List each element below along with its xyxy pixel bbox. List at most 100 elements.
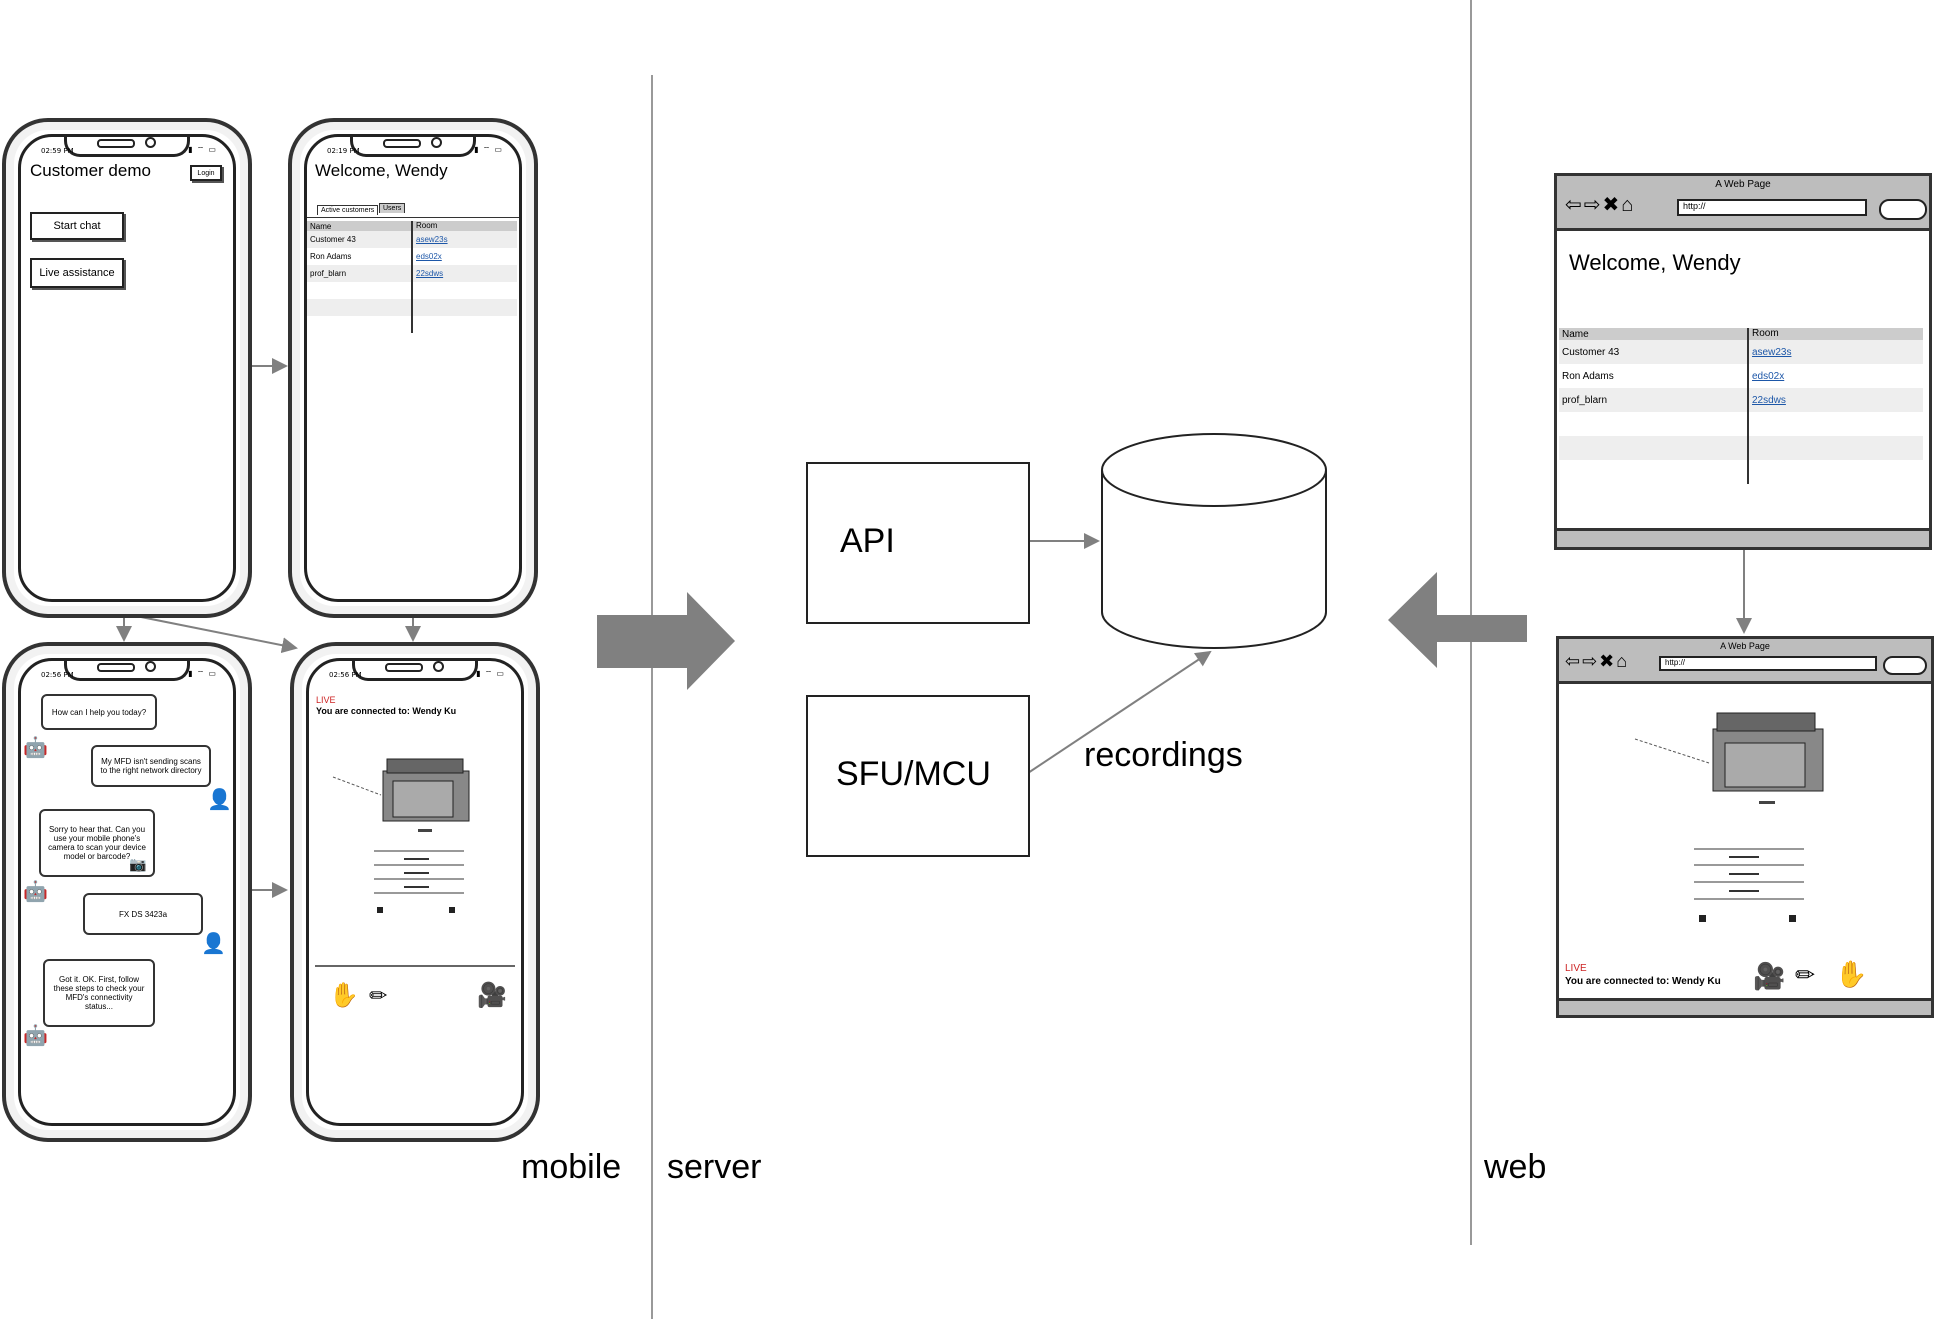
- instruction-lines: [374, 850, 464, 913]
- nav-icons[interactable]: ⇦⇨✖⌂: [1565, 651, 1630, 671]
- video-camera-icon[interactable]: 🎥: [477, 982, 507, 1009]
- table-header: Name Room: [307, 221, 517, 231]
- divider: [315, 965, 515, 967]
- table-row-empty: [307, 299, 517, 316]
- url-field[interactable]: http://: [1677, 199, 1867, 216]
- table-row-empty: [307, 282, 517, 299]
- start-chat-button[interactable]: Start chat: [30, 212, 124, 240]
- user-icon: 👤: [201, 933, 226, 955]
- chat-bubble-bot: Got it. OK. First, follow these steps to…: [43, 959, 155, 1027]
- status-time: 02:56 PM: [329, 671, 362, 679]
- browser-title: A Web Page: [1715, 179, 1771, 190]
- room-link[interactable]: eds02x: [1752, 370, 1785, 382]
- chat-bubble-user: FX DS 3423a: [83, 893, 203, 935]
- big-arrow-web-to-server: [1388, 572, 1527, 668]
- table-row-empty: [1559, 412, 1923, 436]
- printer-image: [1634, 712, 1824, 804]
- status-signal-icon: ▮ ⌔ ▭: [474, 145, 503, 154]
- video-camera-icon[interactable]: 🎥: [1753, 961, 1786, 991]
- sfu-mcu-box: SFU/MCU: [806, 695, 1030, 857]
- section-label-web: web: [1484, 1148, 1547, 1186]
- room-link[interactable]: eds02x: [416, 252, 442, 261]
- phone-screen: 02:19 PM ▮ ⌔ ▭ Welcome, Wendy Active cus…: [304, 134, 522, 602]
- column-name[interactable]: Name: [1559, 328, 1749, 340]
- connection-status: You are connected to: Wendy Ku: [316, 706, 457, 716]
- page-title: Welcome, Wendy: [1569, 250, 1741, 275]
- room-link[interactable]: 22sdws: [416, 269, 444, 278]
- database-icon: [1101, 433, 1327, 649]
- url-field[interactable]: http://: [1659, 656, 1877, 671]
- browser-toolbar: A Web Page ⇦⇨✖⌂ http://: [1559, 639, 1931, 684]
- tab-users[interactable]: Users: [379, 203, 406, 213]
- browser-statusbar: [1559, 998, 1931, 1015]
- android-icon: 🤖: [23, 881, 48, 903]
- phone-live-session: 02:56 PM ▮ ⌔ ▭ LIVE You are connected to…: [290, 642, 540, 1142]
- page-title: Customer demo: [30, 161, 151, 180]
- room-link[interactable]: asew23s: [1752, 346, 1792, 358]
- column-room[interactable]: Room: [416, 221, 438, 230]
- connection-status: You are connected to: Wendy Ku: [1565, 976, 1721, 987]
- phone-agent-dashboard: 02:19 PM ▮ ⌔ ▭ Welcome, Wendy Active cus…: [288, 118, 538, 618]
- api-box: API: [806, 462, 1030, 624]
- phone-screen: 02:59 PM ▮ ⌔ ▭ Customer demo Login Start…: [18, 134, 236, 602]
- status-time: 02:19 PM: [327, 147, 360, 155]
- android-icon: 🤖: [23, 737, 48, 759]
- pencil-icon[interactable]: ✏: [369, 983, 388, 1008]
- sfu-mcu-label: SFU/MCU: [836, 755, 991, 793]
- section-label-server: server: [667, 1148, 762, 1186]
- search-icon[interactable]: [1883, 656, 1927, 675]
- pencil-icon[interactable]: ✏: [1795, 962, 1816, 989]
- search-icon[interactable]: [1879, 199, 1927, 220]
- browser-live-session: A Web Page ⇦⇨✖⌂ http:// LIVE You are con…: [1556, 636, 1934, 1018]
- chat-bubble-bot: How can I help you today?: [41, 694, 157, 730]
- live-badge: LIVE: [1565, 963, 1587, 974]
- phone-screen: 02:56 PM ▮ ⌔ ▭ LIVE You are connected to…: [306, 658, 524, 1126]
- hand-icon[interactable]: ✋: [329, 982, 359, 1009]
- table-row-empty: [1559, 460, 1923, 484]
- chat-bubble-bot: Sorry to hear that. Can you use your mob…: [39, 809, 155, 877]
- tab-bar: Active customers Users: [307, 203, 519, 218]
- page-title: Welcome, Wendy: [315, 161, 448, 180]
- phone-screen: 02:56 PM ▮ ⌔ ▭ How can I help you today?…: [18, 658, 236, 1126]
- browser-toolbar: A Web Page ⇦⇨✖⌂ http://: [1557, 176, 1929, 231]
- arrow-phone1-phone4: [125, 613, 298, 654]
- phone-notch: [352, 661, 478, 681]
- live-badge: LIVE: [316, 695, 336, 705]
- column-name[interactable]: Name: [307, 221, 413, 231]
- user-icon: 👤: [207, 789, 232, 811]
- column-room[interactable]: Room: [1752, 328, 1779, 339]
- hand-icon[interactable]: ✋: [1835, 959, 1868, 989]
- browser-title: A Web Page: [1720, 641, 1770, 651]
- login-button[interactable]: Login: [190, 165, 222, 181]
- status-time: 02:59 PM: [41, 147, 74, 155]
- api-label: API: [840, 522, 895, 560]
- phone-chat: 02:56 PM ▮ ⌔ ▭ How can I help you today?…: [2, 642, 252, 1142]
- phone-notch: [350, 137, 476, 157]
- live-assistance-button[interactable]: Live assistance: [30, 258, 124, 288]
- big-arrow-mobile-to-server: [597, 592, 735, 690]
- instruction-lines: [1694, 848, 1804, 922]
- status-signal-icon: ▮ ⌔ ▭: [188, 145, 217, 154]
- nav-icons[interactable]: ⇦⇨✖⌂: [1565, 194, 1636, 216]
- table-header: Name Room: [1559, 328, 1923, 340]
- room-link[interactable]: 22sdws: [1752, 394, 1786, 406]
- arrow-sfu-db: [1027, 650, 1212, 774]
- android-icon: 🤖: [23, 1025, 48, 1047]
- chat-bubble-user: My MFD isn't sending scans to the right …: [91, 745, 211, 787]
- camera-icon[interactable]: 📷: [129, 856, 147, 872]
- status-time: 02:56 PM: [41, 671, 74, 679]
- tab-active-customers[interactable]: Active customers: [317, 205, 379, 215]
- phone-customer-demo: 02:59 PM ▮ ⌔ ▭ Customer demo Login Start…: [2, 118, 252, 618]
- section-label-mobile: mobile: [521, 1148, 622, 1186]
- table-row-empty: [1559, 436, 1923, 460]
- room-link[interactable]: asew23s: [416, 235, 448, 244]
